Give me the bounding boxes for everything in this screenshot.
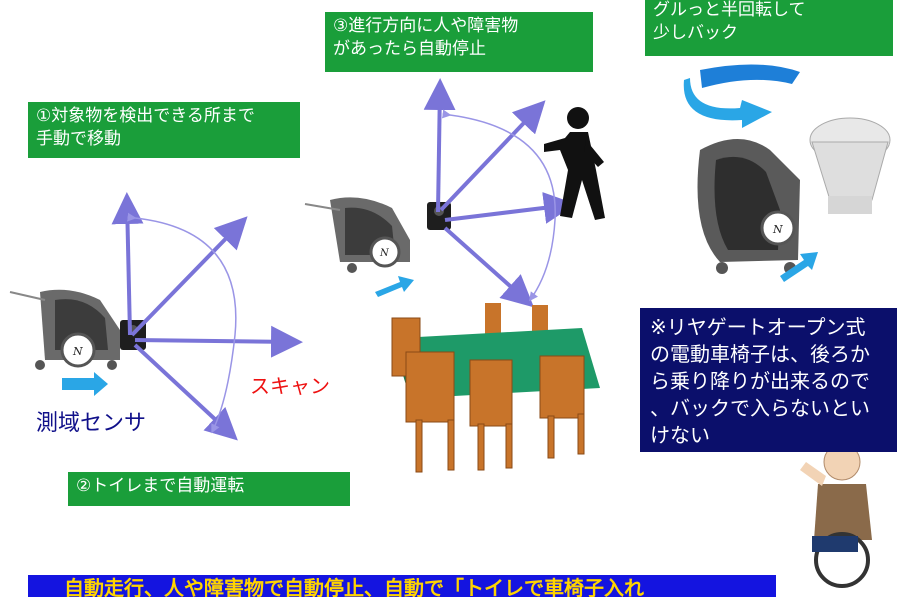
ray-left-upright xyxy=(130,216,248,337)
scan-arc-left xyxy=(127,212,237,434)
scan-rays-left xyxy=(111,192,303,441)
elderly-person-wheelchair-illustration xyxy=(800,441,872,588)
ray-mid-downright xyxy=(443,226,534,308)
rotate-arrow-icon xyxy=(683,64,800,128)
svg-text:N: N xyxy=(379,248,390,259)
svg-text:N: N xyxy=(772,223,783,236)
ray-mid-right xyxy=(444,192,576,224)
walking-person-icon xyxy=(544,107,605,220)
svg-text:N: N xyxy=(72,345,83,358)
step3-label: ③進行方向に人や障害物 があったら自動停止 xyxy=(325,12,593,72)
wheelchair-left-illustration: N xyxy=(9,289,146,370)
table-and-chairs-illustration xyxy=(391,303,600,473)
move-arrow-left xyxy=(62,372,108,396)
wheelchair-middle-illustration: N xyxy=(304,197,451,273)
ray-mid-upright xyxy=(439,100,546,212)
step1-label: ①対象物を検出できる所まで 手動で移動 xyxy=(28,102,300,158)
note-box: ※リヤゲートオープン式 の電動車椅子は、後ろか ら乗り降りが出来るので 、バック… xyxy=(640,308,897,452)
toilet-and-wheelchair-illustration: N xyxy=(697,117,891,274)
summary-banner: 自動走行、人や障害物で自動停止、自動で「トイレで車椅子入れ xyxy=(28,575,776,597)
ray-mid-up xyxy=(423,78,456,213)
turn-label: グルっと半回転して 少しバック xyxy=(645,0,893,56)
ray-left-right xyxy=(134,325,303,358)
scan-rays-middle xyxy=(423,78,576,308)
ray-left-up xyxy=(111,192,144,336)
sensor-label: 測域センサ xyxy=(36,411,147,436)
step2-label: ②トイレまで自動運転 xyxy=(68,472,350,506)
scan-arc-middle xyxy=(441,109,556,302)
scan-label: スキャン xyxy=(250,374,330,398)
move-arrow-middle xyxy=(375,276,414,297)
move-arrow-right xyxy=(780,252,818,282)
